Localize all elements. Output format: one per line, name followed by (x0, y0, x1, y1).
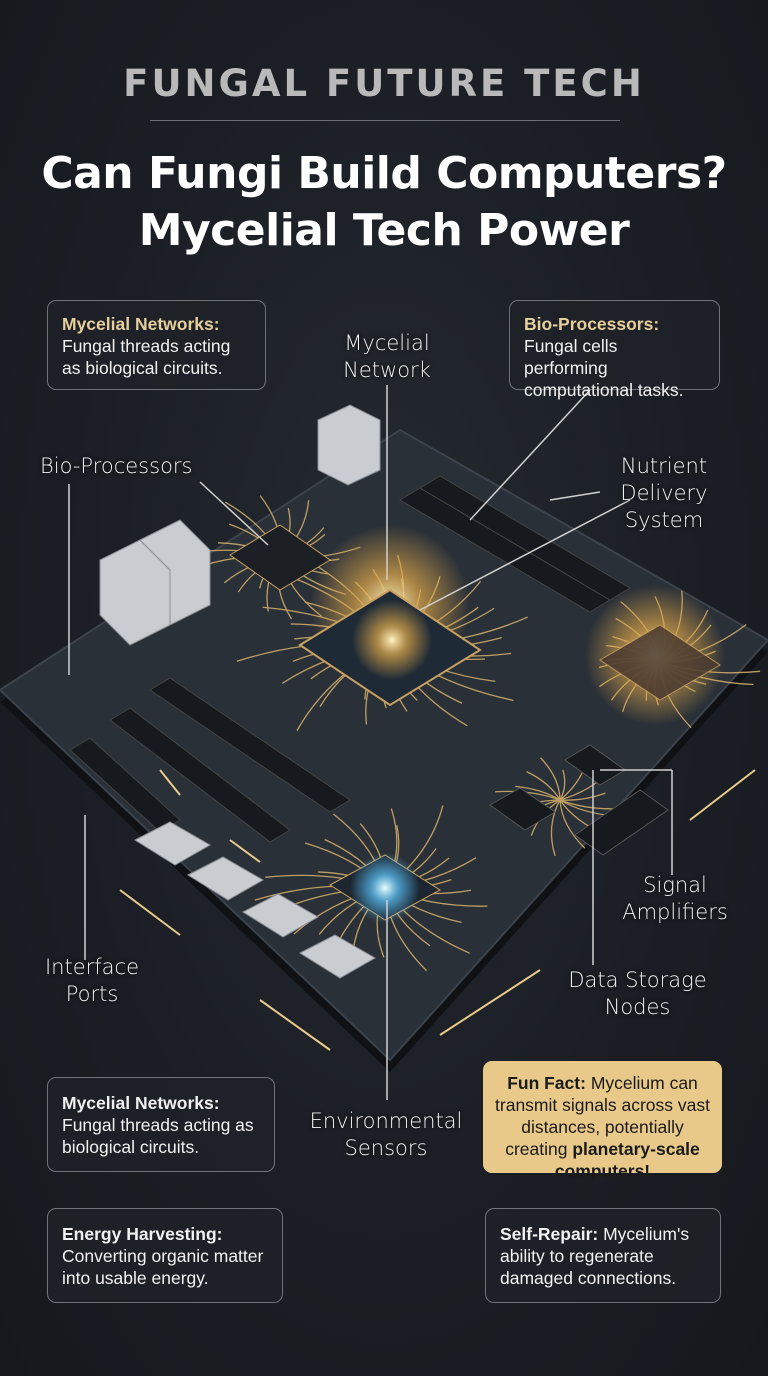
callout-self-repair: Self-Repair: Mycelium's ability to regen… (485, 1208, 721, 1303)
callout-heading: Mycelial Networks: (62, 314, 220, 334)
tendril (540, 757, 561, 801)
callout-heading: Energy Harvesting: (62, 1224, 223, 1244)
sensor-chip (329, 853, 441, 923)
tendril (550, 799, 561, 857)
motherboard-illustration (0, 385, 768, 1100)
divider (150, 120, 620, 121)
tendril (559, 799, 586, 849)
callout-body: Fungal threads acting as biological circ… (62, 336, 231, 378)
callout-heading: Mycelial Networks: (62, 1093, 220, 1113)
callout-energy-harvesting: Energy Harvesting: Converting organic ma… (47, 1208, 283, 1303)
callout-mycelial-networks-bottom: Mycelial Networks: Fungal threads acting… (47, 1077, 275, 1172)
fun-fact-emphasis: planetary-scale computers! (554, 1139, 700, 1181)
amplifier-chips (489, 744, 669, 856)
callout-body: Converting organic matter into usable en… (62, 1246, 264, 1288)
fun-fact-box: Fun Fact: Mycelium can transmit signals … (483, 1061, 722, 1181)
callout-body: Fungal cells performing computational ta… (524, 336, 684, 400)
callout-bio-processors: Bio-Processors: Fungal cells performing … (509, 300, 720, 400)
tendril (526, 771, 561, 801)
label-bio-processors: Bio-Processors (40, 454, 193, 478)
callout-body: Mycelium's ability to regenerate damaged… (500, 1224, 690, 1288)
kicker-heading: FUNGAL FUTURE TECH (123, 62, 645, 105)
pointer-lines (68, 385, 673, 1100)
tendril (559, 769, 566, 801)
fun-fact-heading: Fun Fact: (507, 1073, 586, 1093)
arrows (119, 769, 756, 1051)
callout-mycelial-networks-top: Mycelial Networks: Fungal threads acting… (47, 300, 266, 390)
interface-ports (99, 404, 381, 979)
callout-body: Fungal threads acting as biological circ… (62, 1115, 254, 1157)
tendril (559, 792, 606, 801)
nutrient-chip (585, 585, 725, 725)
central-processor (298, 525, 482, 707)
page-title-line1: Can Fungi Build Computers? (41, 148, 727, 199)
memory-slots (69, 475, 631, 843)
callout-heading: Self-Repair: (500, 1224, 599, 1244)
page-title-line2: Mycelial Tech Power (138, 205, 630, 256)
callout-heading: Bio-Processors: (524, 314, 660, 334)
tendril (495, 790, 561, 801)
tendril (515, 785, 561, 801)
fun-fact-body: Mycelium can transmit signals across vas… (495, 1073, 710, 1159)
